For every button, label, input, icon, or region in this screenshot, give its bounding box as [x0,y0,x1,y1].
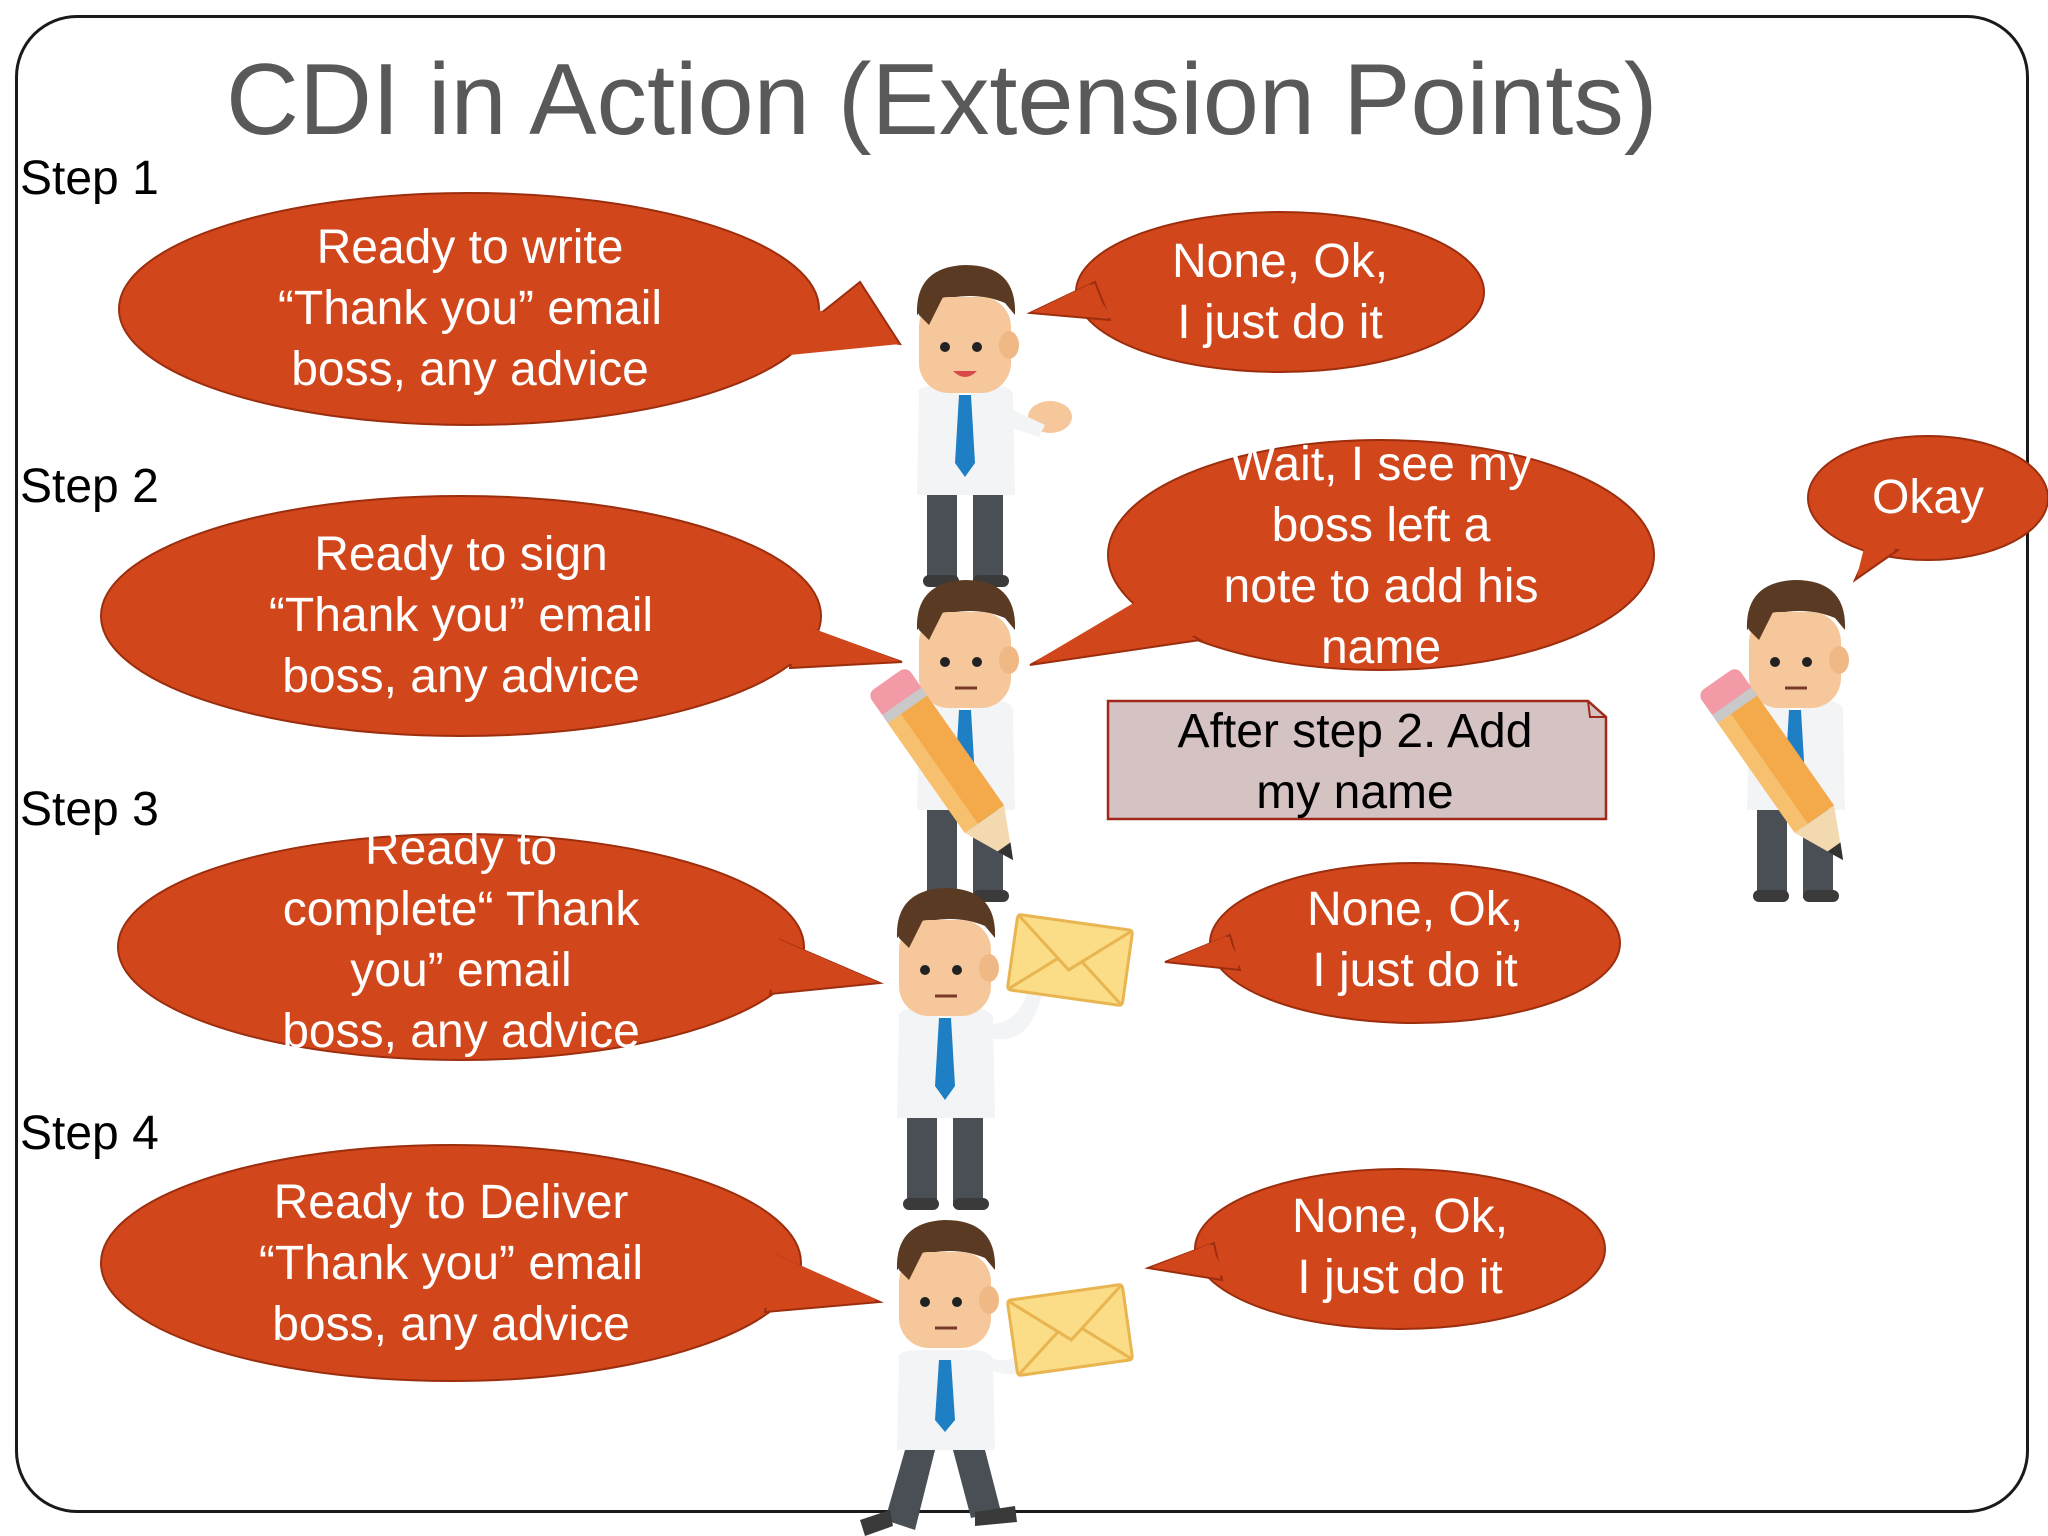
bubble-line: complete“ Thank [166,879,756,940]
bubble-step1-boss-text: None, Ok, I just do it [1110,231,1450,353]
bubble-line: I just do it [1230,1247,1570,1308]
note-line: After step 2. Add [1108,701,1602,762]
businessman-running-envelope-icon [860,1220,1133,1536]
bubble-line: Ready to [166,818,756,879]
bubble-line: Ready to write [175,217,765,278]
bubble-line: Okay [1838,467,2018,528]
bubble-line: boss, any advice [156,1294,746,1355]
bubble-line: Wait, I see my [1150,434,1612,495]
bubble-line: boss, any advice [166,1001,756,1062]
bubble-step2-okay-text: Okay [1838,467,2018,528]
bubble-step3-worker-text: Ready to complete“ Thank you” email boss… [166,818,756,1062]
bubble-step1-worker-text: Ready to write “Thank you” email boss, a… [175,217,765,400]
bubble-step2-boss-text: Wait, I see my boss left a note to add h… [1150,434,1612,678]
bubble-line: boss, any advice [175,339,765,400]
bubble-line: None, Ok, [1110,231,1450,292]
bubble-step4-boss-text: None, Ok, I just do it [1230,1186,1570,1308]
bubble-line: you” email [166,940,756,1001]
bubble-line: I just do it [1110,292,1450,353]
note-line: my name [1108,762,1602,823]
bubble-line: name [1150,617,1612,678]
bubble-step3-boss-text: None, Ok, I just do it [1245,879,1585,1001]
bubble-line: boss left a [1150,495,1612,556]
bubble-line: note to add his [1150,556,1612,617]
bubble-step4-worker-text: Ready to Deliver “Thank you” email boss,… [156,1172,746,1355]
businessman-envelope-icon [897,888,1133,1210]
note-text: After step 2. Add my name [1108,701,1602,819]
bubble-line: “Thank you” email [156,1233,746,1294]
businessman-pencil-icon-right [1697,580,1863,902]
bubble-line: boss, any advice [166,646,756,707]
bubble-step2-worker-text: Ready to sign “Thank you” email boss, an… [166,524,756,707]
bubble-line: “Thank you” email [175,278,765,339]
bubble-line: Ready to sign [166,524,756,585]
bubble-line: None, Ok, [1245,879,1585,940]
bubble-line: None, Ok, [1230,1186,1570,1247]
bubble-line: Ready to Deliver [156,1172,746,1233]
bubble-line: I just do it [1245,940,1585,1001]
businessman-pencil-icon [867,580,1033,902]
bubble-line: “Thank you” email [166,585,756,646]
